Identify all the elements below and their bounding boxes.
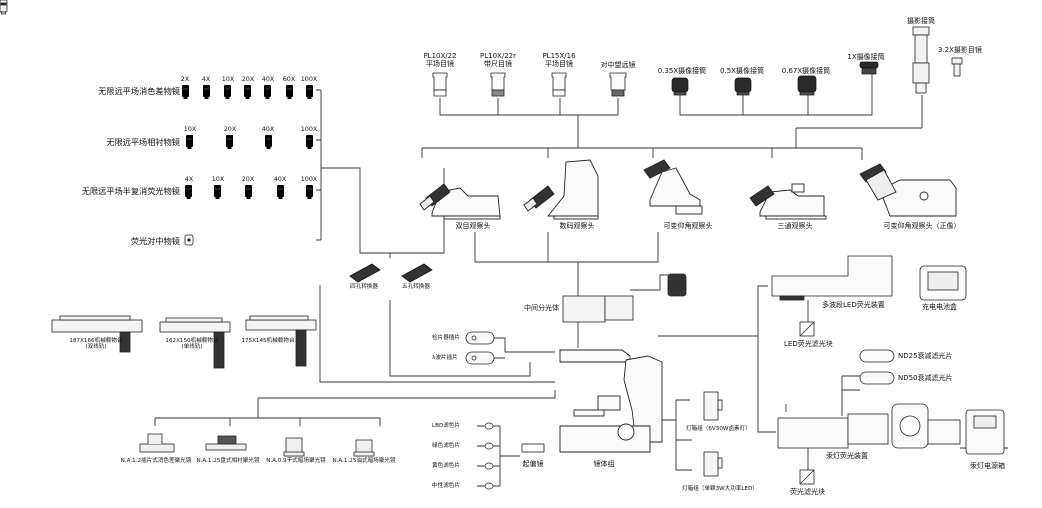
- stand-label: 镜体组: [593, 460, 615, 468]
- objective-mag: 4X: [201, 75, 211, 83]
- camera-adapter-label: 0.5X摄像接筒: [720, 67, 764, 75]
- camera-adapter-label: 1X摄像接筒: [847, 53, 885, 61]
- filter-label: 绿色滤色片: [432, 443, 460, 449]
- eyepiece-label: PL10X/22 平场目镜: [423, 52, 457, 69]
- objective-row-label: 无限远平场消色差物镜: [98, 86, 180, 96]
- slider-label: 检片器插片: [432, 335, 460, 341]
- polarizer-label: 起偏镜: [522, 460, 544, 468]
- condenser-label: N.A.1.2插片式消色差聚光镜: [120, 458, 192, 464]
- filter-label: 中性滤色片: [432, 483, 460, 489]
- fluor-alignment-label: 荧光对中物镜: [130, 236, 180, 246]
- filter-label: 黄色滤色片: [432, 463, 460, 469]
- eyepiece-label: PL10X/22r 带尺目镜: [480, 52, 516, 69]
- objective-mag: 40X: [261, 75, 275, 83]
- battery-box-label: 充电电池盒: [922, 303, 957, 311]
- objective-mag: 40X: [273, 175, 287, 183]
- objective-mag: 10X: [183, 125, 197, 133]
- stage-label: 162X150机械载物台 (单线轨): [165, 338, 219, 351]
- head-label: 双目观察头: [455, 222, 491, 230]
- objective-mag: 100X: [300, 75, 318, 83]
- filter-label: LBD滤色片: [432, 423, 461, 429]
- objective-mag: 40X: [261, 125, 275, 133]
- nd-filter-label: ND25衰减滤光片: [898, 352, 953, 360]
- led-fluor-device-label: 多波段LED荧光装置: [822, 301, 885, 309]
- eyepiece-label: PL15X/16 平场目镜: [542, 52, 576, 69]
- objective-mag: 10X: [211, 175, 225, 183]
- objective-mag: 100X: [300, 125, 318, 133]
- eyepiece-label: 对中望远镜: [600, 61, 636, 69]
- stage-label: 175X145机械载物台: [241, 338, 295, 344]
- objective-row-label: 无限远平场相衬物镜: [106, 137, 180, 147]
- camera-adapter-label: 0.67X摄像接筒: [781, 67, 831, 75]
- hg-power-box-label: 汞灯电源箱: [970, 462, 1005, 470]
- condenser-label: N.A.1.25油式暗场聚光镜: [332, 458, 396, 464]
- objective-mag: 100X: [300, 175, 318, 183]
- lamp-house-label: 灯箱组（单颗3W大功率LED）: [682, 486, 758, 492]
- objective-mag: 20X: [241, 175, 255, 183]
- head-label: 可变仰角观察头: [663, 222, 713, 230]
- led-fluor-cube-label: LED荧光滤光块: [784, 340, 833, 348]
- splitter-label: 中间分光体: [524, 304, 559, 312]
- head-label: 可变仰角观察头（正像）: [883, 222, 961, 230]
- objective-mag: 4X: [184, 175, 194, 183]
- lamp-house-label: 灯箱组（6V30W卤素灯）: [686, 426, 751, 432]
- head-label: 数码观察头: [559, 222, 595, 230]
- objective-mag: 2X: [180, 75, 190, 83]
- head-label: 三通观察头: [777, 222, 813, 230]
- hg-fluor-cube-label: 荧光滤光块: [790, 488, 825, 496]
- hg-fluor-device-label: 汞灯荧光装置: [826, 452, 868, 460]
- objective-mag: 60X: [282, 75, 296, 83]
- stage-label: 187X166机械载物台 (双线轨): [69, 338, 123, 351]
- objective-mag: 20X: [223, 125, 237, 133]
- photo-tube-label: 摄影接筒: [907, 17, 935, 25]
- objective-mag: 20X: [241, 75, 255, 83]
- objective-mag: 10X: [221, 75, 235, 83]
- slider-label: λ波片插片: [432, 355, 458, 361]
- objective-row-label: 无限远平场半复消荧光物镜: [81, 186, 180, 196]
- nosepiece-label: 四孔转换器: [350, 284, 378, 290]
- nd-filter-label: ND50衰减滤光片: [898, 374, 953, 382]
- camera-adapter-label: 0.35X摄像接筒: [657, 67, 707, 75]
- condenser-label: N.A.1.25盘式相衬聚光镜: [196, 458, 260, 464]
- nosepiece-label: 五孔转换器: [402, 284, 430, 290]
- condenser-label: N.A.0.9干式暗场聚光镜: [266, 458, 326, 464]
- photo-eyepiece-label: 3.2X摄影目镜: [938, 46, 982, 54]
